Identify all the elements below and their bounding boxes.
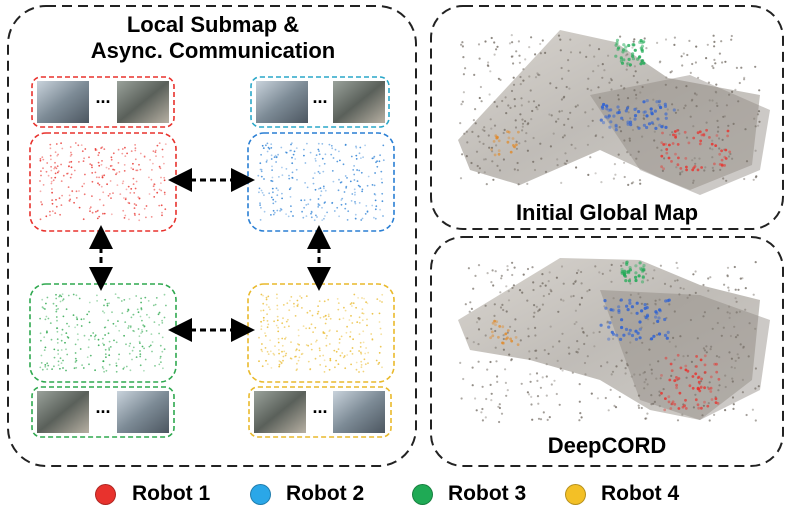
- legend-dot-robot-4: [565, 484, 586, 505]
- robot-2-thumbnails: [250, 76, 390, 128]
- deepcord-map-render: [458, 258, 770, 420]
- legend-label-robot-1: Robot 1: [132, 482, 211, 505]
- robot-4-thumbnails: [248, 386, 392, 438]
- deepcord-map-robot-1-trace: [660, 353, 721, 412]
- local-submap-title: Local Submap & Async. Communication: [40, 12, 386, 64]
- robot-1-thumbnail-ellipsis: ...: [95, 87, 111, 107]
- robot-1-frame-first: [37, 81, 89, 123]
- robot-2-frame-first: [256, 81, 308, 123]
- deepcord-panel: [430, 236, 784, 467]
- robot-2-submap-points: [257, 142, 385, 222]
- robot-4-frame-last: [333, 391, 385, 433]
- initial-global-map-panel: [430, 5, 784, 230]
- deepcord-map-gray-points: [459, 261, 760, 424]
- robot-3-submap-points: [39, 293, 167, 373]
- robot-1-thumbnails: [31, 76, 175, 128]
- robot-4-thumbnail-ellipsis: ...: [312, 397, 328, 417]
- legend-dot-robot-1: [95, 484, 116, 505]
- robot-3-frame-first: [37, 391, 89, 433]
- robot-4-submap-points: [258, 293, 384, 373]
- robot-1-frame-last: [117, 81, 169, 123]
- robot-2-submap-box: [247, 132, 395, 232]
- initial-map-robot-3-trace: [614, 38, 646, 67]
- legend-label-robot-4: Robot 4: [601, 482, 680, 505]
- initial-global-map-render: [458, 30, 770, 195]
- local-submap-panel: [7, 5, 417, 467]
- robot-2-frame-last: [333, 81, 385, 123]
- local-submap-title-line2: Async. Communication: [90, 38, 336, 64]
- robot-4-frame-first: [254, 391, 306, 433]
- robot-3-thumbnails: [31, 386, 175, 438]
- deepcord-map-robot-3-trace: [620, 260, 646, 284]
- initial-map-gray-points: [459, 34, 761, 186]
- initial-map-robot-1-trace: [660, 128, 732, 172]
- robot-2-thumbnail-ellipsis: ...: [312, 87, 328, 107]
- legend-dot-robot-2: [250, 484, 271, 505]
- robot-3-frame-last: [117, 391, 169, 433]
- robot-1-submap-points: [39, 142, 167, 222]
- robot-4-submap-box: [247, 283, 395, 383]
- legend-label-robot-2: Robot 2: [286, 482, 365, 505]
- deepcord-title: DeepCORD: [547, 433, 667, 458]
- local-submap-title-line1: Local Submap &: [126, 12, 300, 37]
- legend-label-robot-3: Robot 3: [448, 482, 527, 505]
- robot-3-thumbnail-ellipsis: ...: [95, 397, 111, 417]
- legend-dot-robot-3: [412, 484, 433, 505]
- initial-map-robot-4-trace: [490, 130, 520, 157]
- deepcord-map-robot-4-trace: [489, 319, 520, 346]
- initial-map-robot-2-trace: [599, 99, 676, 132]
- initial-global-map-title: Initial Global Map: [515, 200, 699, 225]
- deepcord-map-robot-2-trace: [599, 298, 671, 341]
